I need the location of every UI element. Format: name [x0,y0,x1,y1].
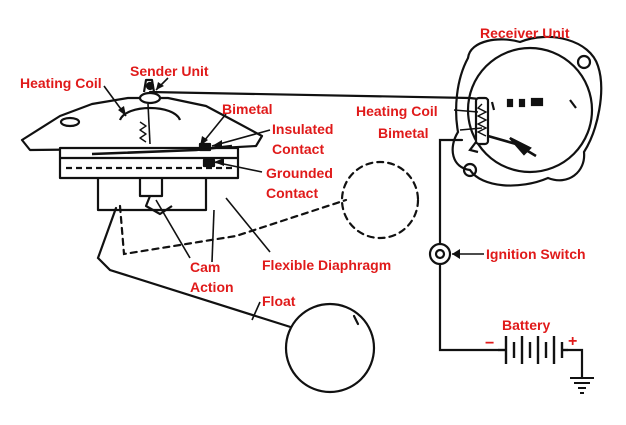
leader-cam-action [155,199,191,259]
ignition-switch-core [434,248,446,260]
ignition-switch-ring [428,242,452,266]
leader-cam-action-2 [211,209,215,263]
label-insulated-contact-2: Contact [272,141,324,157]
scale-mark [518,98,526,108]
receiver-mount-hole-bottom [462,162,478,178]
label-grounded-contact-1: Grounded [266,165,333,181]
label-cam-action-1: Cam [190,259,220,275]
label-cam-action-2: Action [190,279,234,295]
label-battery-minus: − [485,335,494,352]
label-receiver-unit: Receiver Unit [480,25,570,41]
grounded-contact [202,158,216,168]
leader-bimetal-receiver [459,127,483,131]
leader-flexible-diaphragm [225,197,271,253]
receiver-coil-winding [476,103,488,137]
receiver-unit [451,35,603,187]
receiver-mount-hole-top [576,54,592,70]
receiver-dial [466,46,594,174]
leader-heating-coil-receiver [453,109,479,113]
sender-flange-hole [59,116,81,128]
sender-terminal-nut [145,81,155,91]
labels: Receiver Unit Heating Coil Sender Unit B… [20,25,586,352]
scale-mark [506,98,514,108]
label-heating-coil-receiver: Heating Coil [356,103,438,119]
label-ignition-switch: Ignition Switch [486,246,586,262]
label-grounded-contact-2: Contact [266,185,318,201]
insulated-contact [198,142,212,152]
sender-heating-coil-lead [147,103,151,145]
receiver-pointer-tip [509,137,532,156]
scale-mark [569,99,577,109]
sender-dome [118,106,182,121]
label-bimetal-receiver: Bimetal [378,125,429,141]
label-sender-unit: Sender Unit [130,63,209,79]
leader-float [251,301,261,321]
float [284,302,376,394]
battery [498,336,568,364]
switch-to-battery-wire [438,262,500,352]
sender-heating-coil [139,121,147,143]
battery-ground-wire [566,348,584,380]
label-battery-plus: + [568,333,577,350]
scale-mark [490,101,496,111]
receiver-bimetal-base [468,141,479,154]
sender-cam [144,195,173,216]
float-assembly [96,160,420,394]
sender-terminal [138,91,162,105]
label-insulated-contact-1: Insulated [272,121,333,137]
label-flexible-diaphragm: Flexible Diaphragm [262,257,391,273]
receiver-flange [451,35,603,187]
label-float: Float [262,293,296,309]
leader-arrowheads [118,82,460,259]
sender-cam-housing [138,178,164,198]
label-bimetal-sender: Bimetal [222,101,273,117]
float-arm-raised [118,198,348,256]
scale-mark [530,97,544,107]
float-arm [96,206,302,332]
label-heating-coil-sender: Heating Coil [20,75,102,91]
label-battery: Battery [502,317,550,333]
ignition-switch [428,242,452,266]
float-raised [340,160,420,240]
ground-symbol [570,377,594,394]
